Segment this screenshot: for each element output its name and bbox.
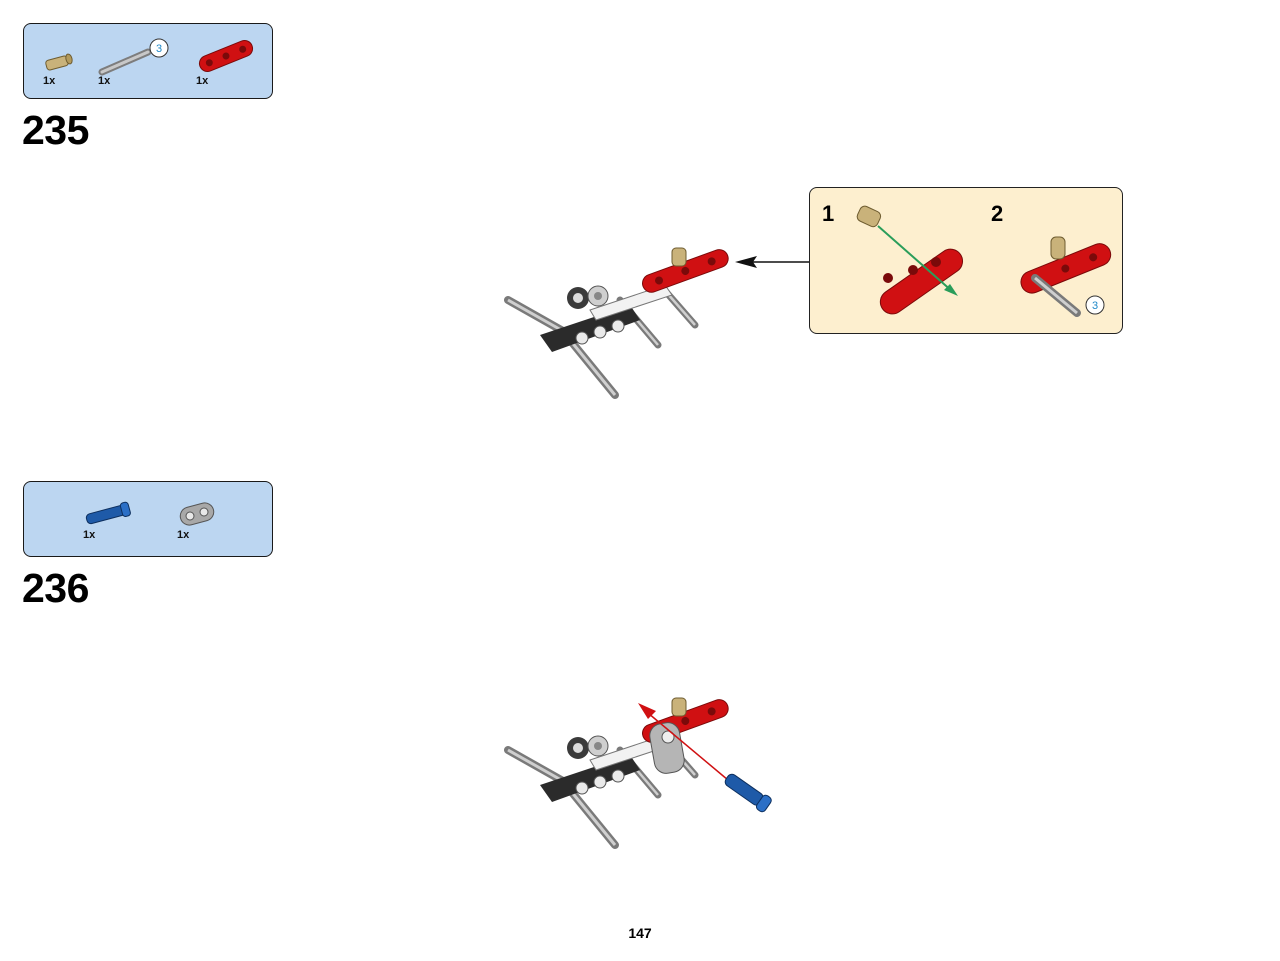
blue-pin-icon: [85, 501, 131, 525]
substep-2-illustration: [1020, 236, 1112, 317]
substep-number: 2: [991, 201, 1004, 226]
qty-label: 1x: [177, 529, 190, 541]
assembly-illustration-235: [504, 247, 729, 399]
step-number: 236: [22, 565, 89, 611]
qty-label: 1x: [196, 75, 209, 87]
grey-connector-icon: [179, 502, 215, 526]
page-number: 147: [628, 925, 652, 941]
substep-1-illustration: [856, 205, 964, 315]
qty-label: 1x: [83, 529, 96, 541]
tan-pin-icon: [45, 53, 73, 71]
svg-text:3: 3: [156, 43, 162, 55]
grey-axle-icon: [98, 48, 152, 76]
callout-arrow: [735, 256, 810, 268]
step-number: 235: [22, 107, 89, 153]
parts-list-step-235: 1x 3 1x 1x: [23, 23, 273, 99]
qty-label: 1x: [98, 75, 111, 87]
red-beam-icon: [198, 40, 254, 72]
substep-number: 1: [822, 201, 835, 226]
parts-list-step-236: 1x 1x: [23, 481, 273, 557]
assembly-illustration-236: [504, 697, 772, 849]
substep-callout: 1 2 3: [809, 187, 1123, 334]
svg-text:3: 3: [1092, 300, 1098, 312]
length-3-icon: 3: [149, 38, 169, 58]
length-3-icon: 3: [1085, 295, 1105, 315]
qty-label: 1x: [43, 75, 56, 87]
